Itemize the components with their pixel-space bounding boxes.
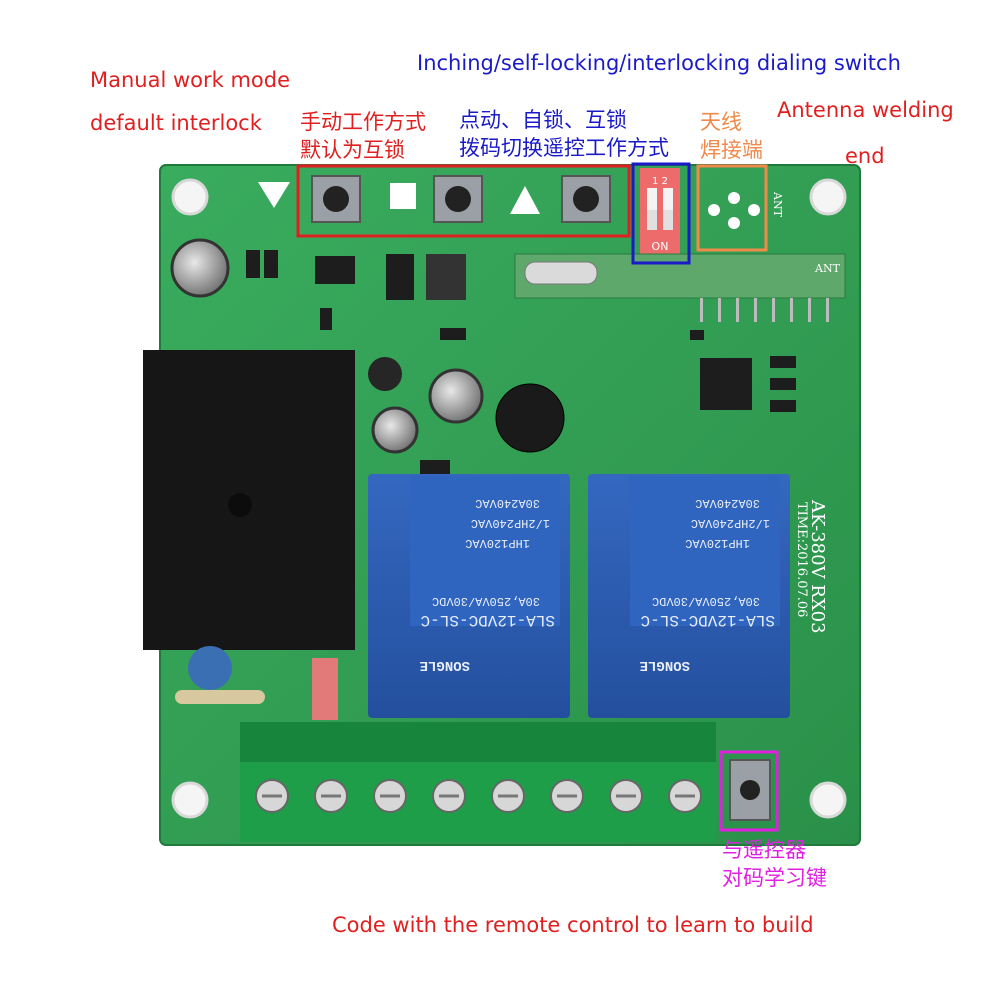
antenna-pads: ANT (708, 191, 784, 229)
dial-switch-label-en: Inching/self-locking/interlocking dialin… (417, 51, 901, 75)
learn-button (729, 759, 771, 821)
relay2-l4: 30A,250VA/30VDC (652, 594, 760, 608)
buzzer (495, 383, 565, 453)
learn-key-label-en: Code with the remote control to learn to… (332, 913, 814, 937)
learn-key-label-zh-2: 对码学习键 (722, 866, 827, 890)
learn-key-label-zh-1: 与遥控器 (722, 838, 806, 862)
tact-buttons (311, 175, 611, 223)
relay1-brand: SONGLE (420, 657, 470, 673)
dip-silk-on: ON (652, 240, 669, 253)
manual-mode-label-zh-2: 默认为互锁 (300, 138, 405, 162)
relay2-l2: 1/2HP240VAC (691, 516, 770, 530)
dip-silk-top: 1 2 (652, 176, 668, 187)
mounting-holes (171, 178, 847, 819)
rf-ant-silk: ANT (814, 262, 841, 275)
terminal-block (240, 722, 716, 842)
dial-switch-label-zh-2: 拨码切换遥控工作方式 (459, 136, 669, 160)
relay1-l4: 30A,250VA/30VDC (432, 594, 540, 608)
relay1-l3: 1HP120VAC (465, 536, 530, 550)
board-date: TIME:2016.07.06 (794, 502, 809, 617)
antenna-label-zh-2: 焊接端 (700, 138, 763, 162)
relay-1: 30A240VAC 1/2HP240VAC 1HP120VAC 30A,250V… (368, 474, 570, 718)
capacitors (170, 238, 484, 454)
antenna-label-zh-1: 天线 (700, 110, 742, 134)
relay2-brand: SONGLE (640, 657, 690, 673)
relay2-l1: 30A240VAC (695, 496, 760, 510)
varistor (175, 646, 338, 720)
manual-mode-label-zh-1: 手动工作方式 (300, 110, 426, 134)
manual-mode-label-en-1: Manual work mode (90, 68, 291, 92)
antenna-label-en-1: Antenna welding (777, 98, 954, 122)
learn-key-box (719, 750, 779, 832)
antenna-label-en-2: end (845, 144, 885, 168)
dial-switch-label-zh-1: 点动、自锁、互锁 (459, 108, 627, 132)
manual-mode-label-en-2: default interlock (90, 111, 262, 135)
board-model: AK-380V RX03 (807, 499, 828, 634)
rf-module: ANT (514, 253, 846, 322)
silk-markers (258, 182, 540, 214)
relay1-l2: 1/2HP240VAC (471, 516, 550, 530)
dip-switch: 1 2 ON (640, 168, 680, 256)
relay2-model: SLA-12VDC-SL-C (641, 611, 775, 629)
relay1-model: SLA-12VDC-SL-C (421, 611, 555, 629)
relay-2: 30A240VAC 1/2HP240VAC 1HP120VAC 30A,250V… (588, 474, 790, 718)
manual-mode-box (296, 164, 631, 238)
antenna-box (696, 164, 768, 252)
ant-silk-vertical: ANT (771, 191, 784, 218)
relay2-l3: 1HP120VAC (685, 536, 750, 550)
relay1-l1: 30A240VAC (475, 496, 540, 510)
dip-switch-box (631, 162, 691, 265)
